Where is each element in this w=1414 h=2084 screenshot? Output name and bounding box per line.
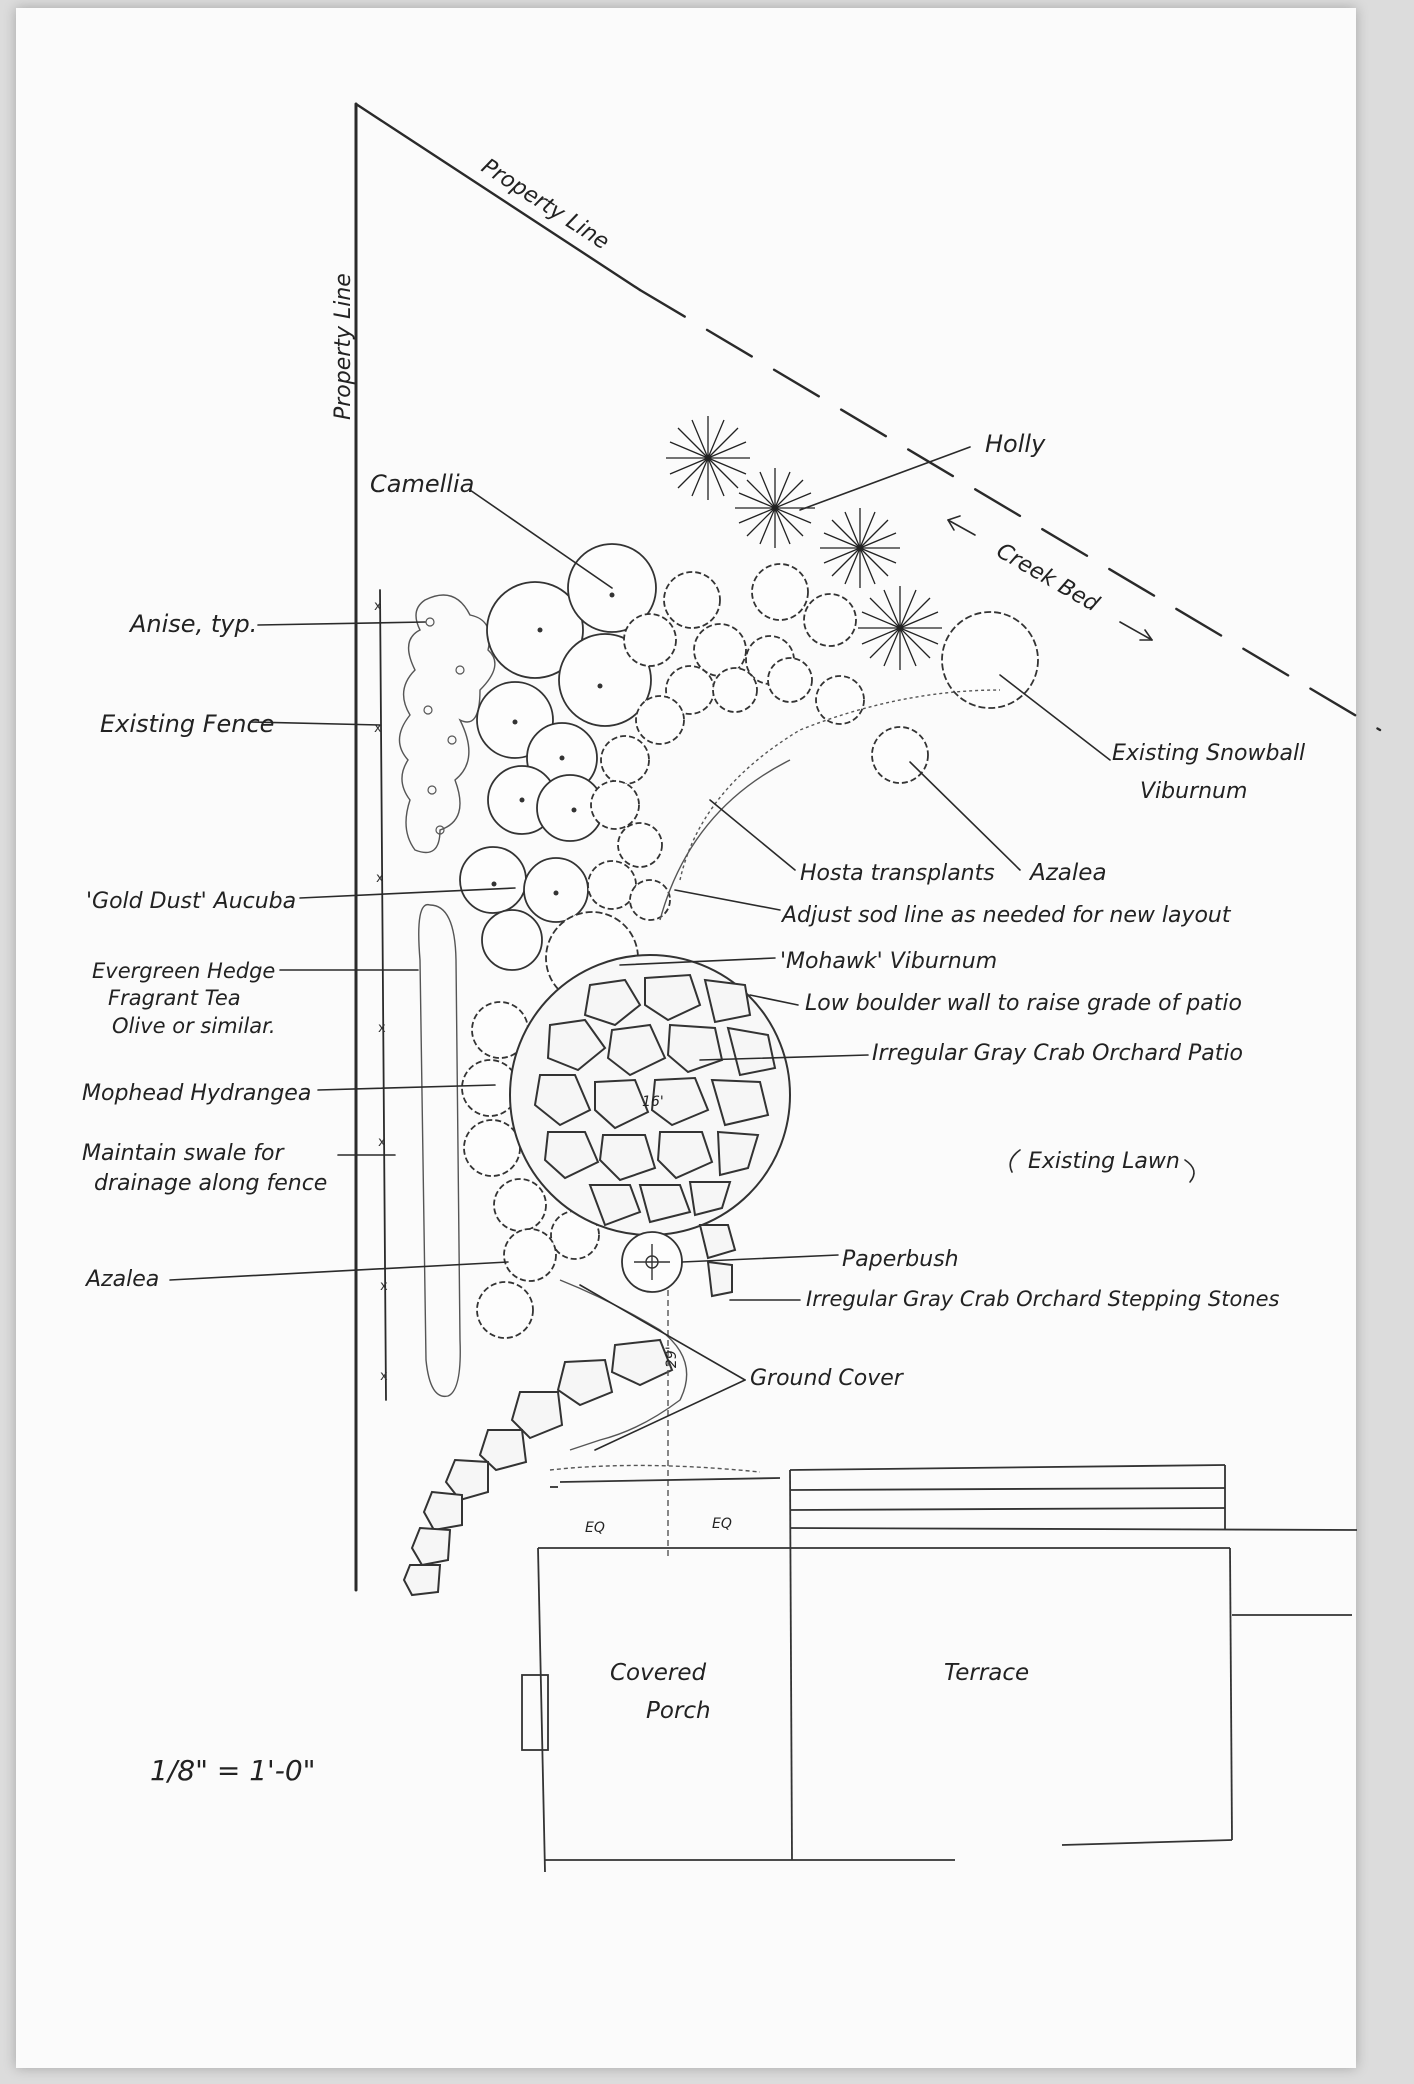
eq-left-dimension: EQ <box>585 1520 605 1536</box>
azalea-shrubs <box>461 563 929 1339</box>
hosta-bed-edge <box>659 759 791 921</box>
hosta-label: Hosta transplants <box>800 861 995 886</box>
scale-note: 1/8" = 1'-0" <box>150 1754 316 1787</box>
property-line-top-label: Property Line <box>477 154 614 255</box>
patio-label: Irregular Gray Crab Orchard Patio <box>872 1041 1243 1066</box>
svg-text:x: x <box>380 1279 388 1294</box>
existing-fence-line: x x x x x x x <box>374 589 388 1401</box>
creek-property-line-dashed <box>638 288 1382 732</box>
property-lines <box>354 102 1382 1592</box>
swale-label-line2: drainage along fence <box>94 1171 327 1196</box>
paperbush-label: Paperbush <box>842 1247 959 1272</box>
creek-bed-label: Creek Bed <box>992 539 1104 618</box>
svg-text:x: x <box>374 721 382 736</box>
top-property-line <box>354 102 642 292</box>
snowball-label-line1: Existing Snowball <box>1112 741 1305 766</box>
flagstone-patio <box>509 954 791 1236</box>
holly-label: Holly <box>985 430 1046 458</box>
svg-text:x: x <box>378 1021 386 1036</box>
sod-line-label: Adjust sod line as needed for new layout <box>780 903 1232 928</box>
paperbush <box>621 1231 683 1293</box>
covered-porch-label-line2: Porch <box>646 1698 711 1724</box>
house-outline <box>521 1464 1358 1873</box>
svg-text:x: x <box>376 871 384 886</box>
azalea-bottom-label: Azalea <box>84 1267 159 1292</box>
patio-dimension: 16' <box>642 1094 664 1110</box>
mohawk-viburnum-label: 'Mohawk' Viburnum <box>780 949 997 974</box>
holly-shrubs <box>666 416 942 670</box>
leader-lines <box>169 446 1111 1451</box>
anise-label: Anise, typ. <box>128 610 257 638</box>
azalea-top-label: Azalea <box>1028 860 1107 886</box>
svg-text:x: x <box>374 599 382 614</box>
snowball-label-line2: Viburnum <box>1140 779 1247 804</box>
existing-fence-label: Existing Fence <box>100 710 274 738</box>
snowball-viburnum <box>941 611 1039 709</box>
property-line-left-label: Property Line <box>331 273 356 420</box>
hydrangea-label: Mophead Hydrangea <box>82 1081 311 1106</box>
terrace-label: Terrace <box>944 1660 1029 1686</box>
hedge-label-line2: Fragrant Tea <box>108 986 241 1010</box>
eq-right-dimension: EQ <box>712 1516 732 1532</box>
ground-cover-label: Ground Cover <box>750 1366 905 1391</box>
anise-cluster <box>398 594 496 854</box>
svg-text:x: x <box>378 1135 386 1150</box>
covered-porch-label-line1: Covered <box>610 1660 706 1686</box>
camellia-label: Camellia <box>370 470 474 498</box>
stepping-stones-label: Irregular Gray Crab Orchard Stepping Sto… <box>806 1287 1280 1311</box>
path-dimension: 29' <box>664 1346 680 1368</box>
hedge-swale-outline <box>418 903 461 1398</box>
hedge-label-line1: Evergreen Hedge <box>92 959 275 983</box>
stepping-stones <box>402 1224 737 1597</box>
swale-label-line1: Maintain swale for <box>82 1141 285 1166</box>
gold-dust-aucuba-label: 'Gold Dust' Aucuba <box>86 889 296 914</box>
camellias-and-aucubas <box>459 543 657 971</box>
boulder-wall-label: Low boulder wall to raise grade of patio <box>805 991 1242 1016</box>
existing-lawn-label: Existing Lawn <box>1028 1149 1180 1174</box>
hedge-label-line3: Olive or similar. <box>112 1014 276 1038</box>
svg-text:x: x <box>380 1369 388 1384</box>
